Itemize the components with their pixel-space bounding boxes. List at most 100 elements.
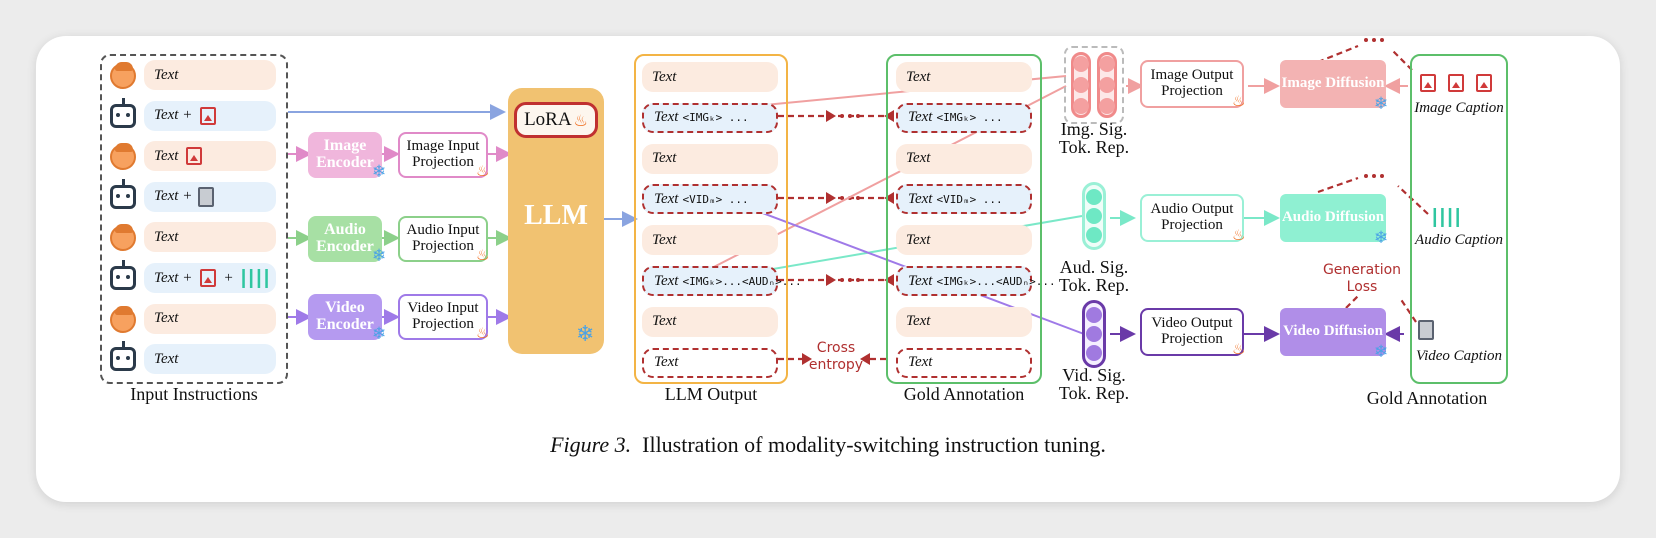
llm-output-box xyxy=(634,54,788,384)
diffusion-label: Audio Diffusion xyxy=(1281,209,1385,226)
row-text: Text xyxy=(906,231,931,248)
img-sig-rep-label: Img. Sig. Tok. Rep. xyxy=(1058,119,1130,157)
fire-icon: ♨ xyxy=(1232,92,1246,110)
instruction-text: Text xyxy=(154,147,179,164)
row-text: Text xyxy=(654,272,679,289)
input-projection-box: Video Input Projection xyxy=(398,294,488,340)
diffusion-label: Image Diffusion xyxy=(1281,75,1385,92)
lora-label: LoRA xyxy=(524,109,572,130)
row-text: Text xyxy=(906,150,931,167)
input-projection-label: Image Input Projection xyxy=(406,138,480,170)
output-row: Text xyxy=(896,62,1032,92)
generation-loss-label: Generation Loss xyxy=(1322,262,1402,295)
row-text: Text xyxy=(652,68,677,85)
instruction-row: Text xyxy=(144,222,276,253)
vid-sig-rep-label: Vid. Sig. Tok. Rep. xyxy=(1058,365,1130,403)
aud-sig-rep xyxy=(1082,182,1106,250)
input-projection-label: Video Input Projection xyxy=(407,300,479,332)
video-file-icon xyxy=(198,186,215,207)
signal-tokens: <IMGₖ>...<AUDₙ>... xyxy=(682,274,802,288)
output-row: Text<IMGₖ> ... xyxy=(896,102,1032,133)
gold-annotation-right-label: Gold Annotation xyxy=(1366,388,1488,408)
audio-wave-icon: ┃┃┃┃ xyxy=(238,268,272,288)
instruction-row: Text xyxy=(144,60,276,90)
image-caption-icons xyxy=(1420,74,1500,96)
gold-annotation-box xyxy=(886,54,1042,384)
output-row: Text<IMGₖ>...<AUDₙ>... xyxy=(896,266,1056,296)
image-icon xyxy=(1476,74,1492,93)
user-avatar-icon xyxy=(110,143,136,171)
input-instructions-label: Input Instructions xyxy=(130,384,258,404)
output-row: Text xyxy=(896,143,1032,174)
output-projection-label: Audio Output Projection xyxy=(1150,201,1234,233)
row-text: Text xyxy=(906,68,931,85)
output-projection-box: Image Output Projection xyxy=(1140,60,1244,108)
figure-caption: Figure 3. Illustration of modality-switc… xyxy=(36,432,1620,458)
image-caption-label: Image Caption xyxy=(1414,100,1504,116)
aud-sig-rep-label: Aud. Sig. Tok. Rep. xyxy=(1058,257,1130,295)
image-icon xyxy=(1420,74,1436,93)
input-instructions-box xyxy=(100,54,288,384)
instruction-text: Text xyxy=(154,66,179,83)
row-text: Text xyxy=(654,109,679,126)
encoder-label: Video Encoder xyxy=(316,299,374,333)
fire-icon: ♨ xyxy=(1232,340,1246,358)
instruction-text: Text xyxy=(154,228,179,245)
signal-tokens: <IMGₖ> ... xyxy=(936,111,1003,125)
image-icon xyxy=(186,147,203,166)
gold-annotation-label: Gold Annotation xyxy=(903,384,1025,404)
encoder-label: Audio Encoder xyxy=(316,221,374,255)
llm-label: LLM xyxy=(524,200,588,231)
figure-number: Figure 3. xyxy=(550,432,632,457)
instruction-row: Text xyxy=(144,141,276,172)
robot-avatar-icon xyxy=(110,341,136,372)
row-text: Text xyxy=(908,109,933,126)
signal-tokens: <IMGₖ> ... xyxy=(682,111,749,125)
row-text: Text xyxy=(652,150,677,167)
output-row: Text xyxy=(642,347,778,378)
robot-avatar-icon xyxy=(110,97,136,128)
row-text: Text xyxy=(908,190,933,207)
instruction-row: Text xyxy=(144,344,276,375)
input-projection-label: Audio Input Projection xyxy=(406,222,480,254)
signal-tokens: <VIDₘ> ... xyxy=(936,192,1003,206)
row-text: Text xyxy=(908,272,933,289)
row-text: Text xyxy=(654,354,679,371)
plus-sign: + xyxy=(224,269,233,286)
fire-icon: ♨ xyxy=(573,110,588,130)
output-row: Text xyxy=(642,306,778,337)
diffusion-box: Image Diffusion xyxy=(1280,60,1386,108)
audio-wave-icon: ┃┃┃┃ xyxy=(1430,208,1463,227)
user-avatar-icon xyxy=(110,305,136,333)
snowflake-icon: ❄ xyxy=(1374,342,1389,362)
cross-entropy-label: Cross entropy xyxy=(808,340,864,373)
row-text: Text xyxy=(652,231,677,248)
robot-avatar-icon xyxy=(110,178,136,209)
row-text: Text xyxy=(906,313,931,330)
row-text: Text xyxy=(654,190,679,207)
output-row: Text<IMGₖ>...<AUDₙ>... xyxy=(642,266,802,296)
output-projection-label: Image Output Projection xyxy=(1150,67,1234,99)
output-row: Text<VIDₘ> ... xyxy=(642,184,778,215)
output-row: Text xyxy=(896,225,1032,256)
output-projection-label: Video Output Projection xyxy=(1151,315,1233,347)
instruction-text: Text xyxy=(154,310,179,327)
snowflake-icon: ❄ xyxy=(372,162,387,182)
encoder-box: Audio Encoder xyxy=(308,216,382,262)
encoder-box: Video Encoder xyxy=(308,294,382,340)
robot-avatar-icon xyxy=(110,260,136,290)
encoder-label: Image Encoder xyxy=(316,137,374,171)
output-row: Text xyxy=(642,143,778,174)
snowflake-icon: ❄ xyxy=(372,324,387,344)
output-row: Text<VIDₘ> ... xyxy=(896,184,1032,215)
image-icon xyxy=(1448,74,1464,93)
output-row: Text<IMGₖ> ... xyxy=(642,102,778,133)
input-projection-box: Image Input Projection xyxy=(398,132,488,178)
output-row: Text xyxy=(642,225,778,256)
image-icon xyxy=(200,269,217,287)
snowflake-icon: ❄ xyxy=(1374,228,1389,248)
snowflake-icon: ❄ xyxy=(1374,94,1389,114)
encoder-box: Image Encoder xyxy=(308,132,382,178)
diffusion-box: Audio Diffusion xyxy=(1280,194,1386,242)
